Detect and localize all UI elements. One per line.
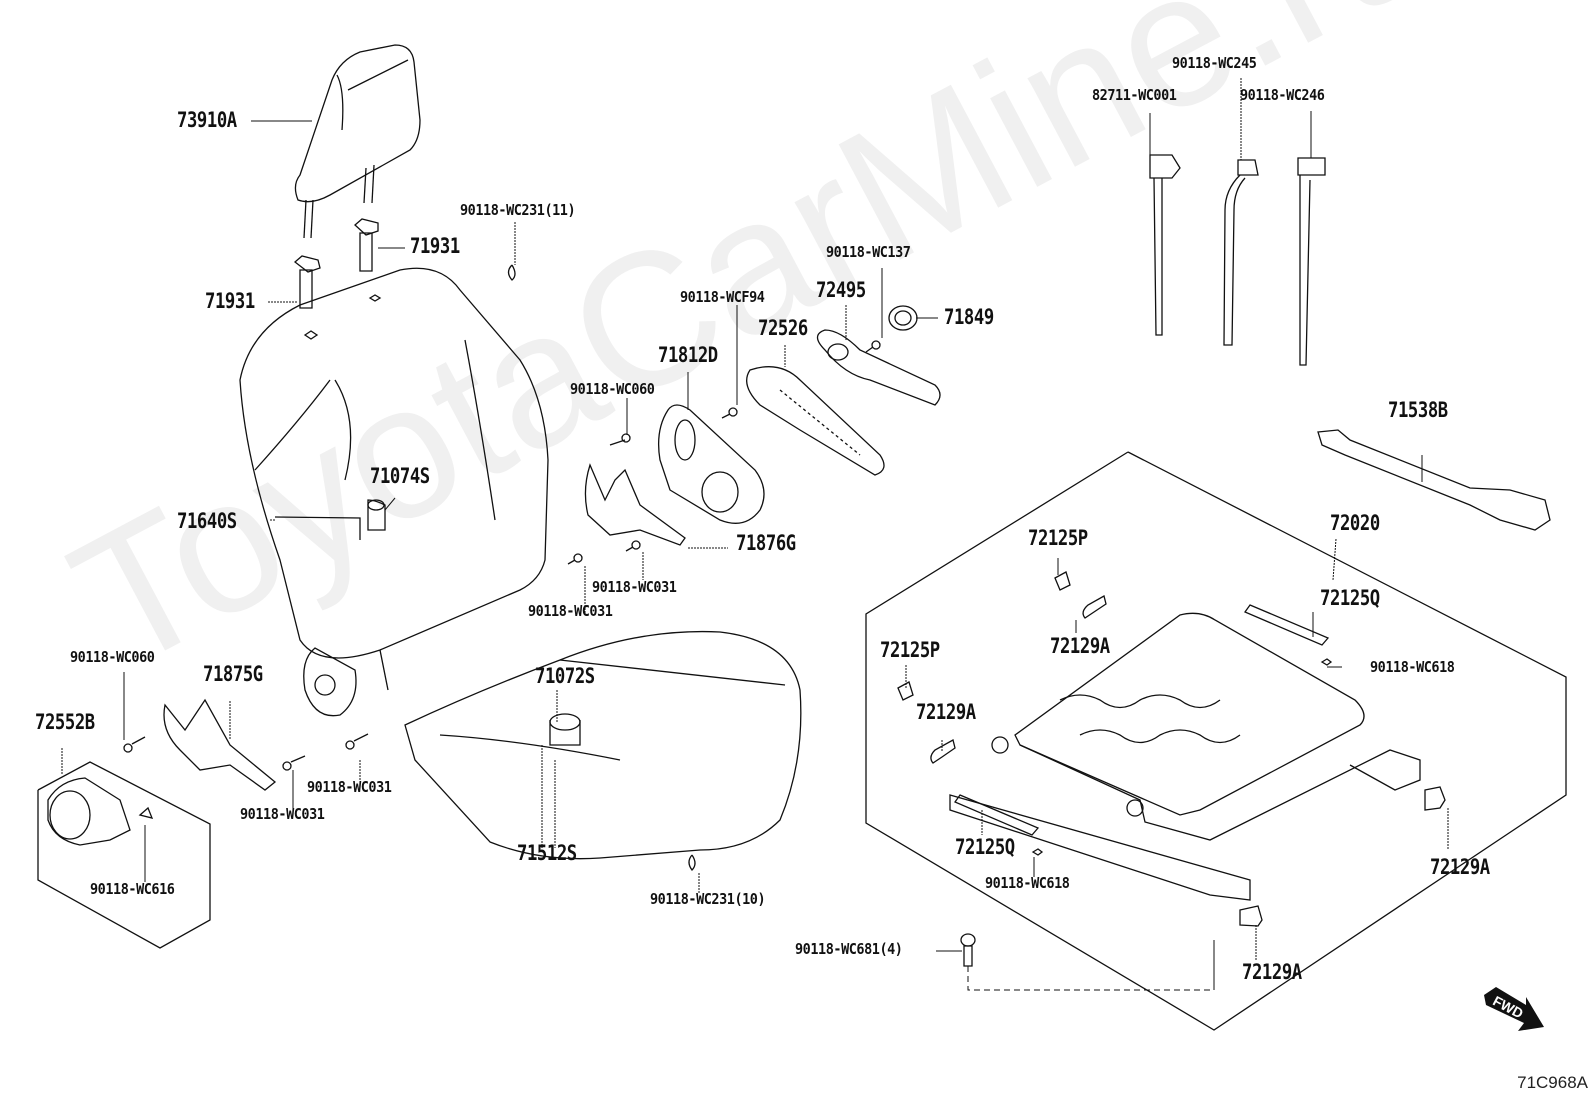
label-90118-wc060-lower[interactable]: 90118-WC060 bbox=[70, 648, 155, 666]
label-71074s[interactable]: 71074S bbox=[370, 464, 430, 488]
label-90118-wc031-b[interactable]: 90118-WC031 bbox=[528, 602, 613, 620]
label-90118-wc031-c[interactable]: 90118-WC031 bbox=[307, 778, 392, 796]
leader-lines bbox=[62, 78, 1448, 990]
cable-tie-parts[interactable] bbox=[1150, 155, 1325, 365]
label-82711-wc001[interactable]: 82711-WC001 bbox=[1092, 86, 1177, 104]
label-90118-wc616[interactable]: 90118-WC616 bbox=[90, 880, 175, 898]
label-90118-wc137[interactable]: 90118-WC137 bbox=[826, 243, 911, 261]
label-72125q-lower[interactable]: 72125Q bbox=[955, 835, 1015, 859]
label-90118-wc231-11[interactable]: 90118-WC231(11) bbox=[460, 201, 576, 219]
hog-ring-upper-part bbox=[509, 265, 516, 280]
headrest-support-part[interactable] bbox=[295, 219, 378, 308]
label-72129a-upper[interactable]: 72129A bbox=[1050, 634, 1110, 658]
shield-71812d-part[interactable] bbox=[659, 405, 764, 523]
clips-parts[interactable] bbox=[898, 572, 1445, 926]
seatback-part[interactable] bbox=[240, 268, 548, 715]
fwd-arrow-icon: FWD bbox=[1484, 987, 1544, 1031]
screws-lower bbox=[124, 734, 368, 770]
label-71538b[interactable]: 71538B bbox=[1388, 398, 1448, 422]
label-71849[interactable]: 71849 bbox=[944, 305, 994, 329]
label-72125q-upper[interactable]: 72125Q bbox=[1320, 586, 1380, 610]
screws-upper bbox=[568, 341, 880, 564]
headrest-part[interactable] bbox=[295, 45, 420, 238]
label-71072s[interactable]: 71072S bbox=[535, 664, 595, 688]
cap-71849-part[interactable] bbox=[889, 306, 917, 330]
label-72020[interactable]: 72020 bbox=[1330, 511, 1380, 535]
bolt-wc681-part[interactable] bbox=[961, 934, 975, 966]
shield-72526-part[interactable] bbox=[747, 367, 884, 475]
label-72495[interactable]: 72495 bbox=[816, 278, 866, 302]
label-90118-wc246[interactable]: 90118-WC246 bbox=[1240, 86, 1325, 104]
label-90118-wcf94[interactable]: 90118-WCF94 bbox=[680, 288, 765, 306]
label-71875g[interactable]: 71875G bbox=[203, 662, 263, 686]
label-72129a-right[interactable]: 72129A bbox=[1430, 855, 1490, 879]
label-90118-wc618-lower[interactable]: 90118-WC618 bbox=[985, 874, 1070, 892]
label-90118-wc245[interactable]: 90118-WC245 bbox=[1172, 54, 1257, 72]
label-71812d[interactable]: 71812D bbox=[658, 343, 718, 367]
label-90118-wc031-d[interactable]: 90118-WC031 bbox=[240, 805, 325, 823]
figure-code: 71C968A bbox=[1517, 1073, 1588, 1092]
lever-72495-part[interactable] bbox=[818, 330, 941, 405]
label-72526[interactable]: 72526 bbox=[758, 316, 808, 340]
cover-71876g-part[interactable] bbox=[585, 465, 685, 545]
label-72125p-left[interactable]: 72125P bbox=[880, 638, 940, 662]
label-71876g[interactable]: 71876G bbox=[736, 531, 796, 555]
seat-cushion-part[interactable] bbox=[405, 632, 801, 859]
hog-ring-lower-part bbox=[689, 855, 695, 870]
label-72125p-upper[interactable]: 72125P bbox=[1028, 526, 1088, 550]
label-71931-l[interactable]: 71931 bbox=[205, 289, 255, 313]
label-72129a-left[interactable]: 72129A bbox=[916, 700, 976, 724]
label-90118-wc618-upper[interactable]: 90118-WC618 bbox=[1370, 658, 1455, 676]
knob-72552b-part[interactable] bbox=[38, 762, 210, 948]
label-71512s[interactable]: 71512S bbox=[517, 841, 577, 865]
forward-direction-indicator: FWD bbox=[1482, 985, 1562, 1049]
label-90118-wc231-10[interactable]: 90118-WC231(10) bbox=[650, 890, 766, 908]
label-73910a[interactable]: 73910A bbox=[177, 108, 237, 132]
label-90118-wc031-a[interactable]: 90118-WC031 bbox=[592, 578, 677, 596]
label-71931-r[interactable]: 71931 bbox=[410, 234, 460, 258]
label-90118-wc060-upper[interactable]: 90118-WC060 bbox=[570, 380, 655, 398]
rail-cover-71538b-part[interactable] bbox=[1318, 430, 1550, 530]
seat-frame-72020-part[interactable] bbox=[950, 613, 1420, 900]
label-72129a-bottom[interactable]: 72129A bbox=[1242, 960, 1302, 984]
label-71640s[interactable]: 71640S bbox=[177, 509, 237, 533]
label-90118-wc681-4[interactable]: 90118-WC681(4) bbox=[795, 940, 903, 958]
frame-enclosure bbox=[866, 452, 1566, 1030]
label-72552b[interactable]: 72552B bbox=[35, 710, 95, 734]
cover-71875g-part[interactable] bbox=[164, 700, 275, 790]
